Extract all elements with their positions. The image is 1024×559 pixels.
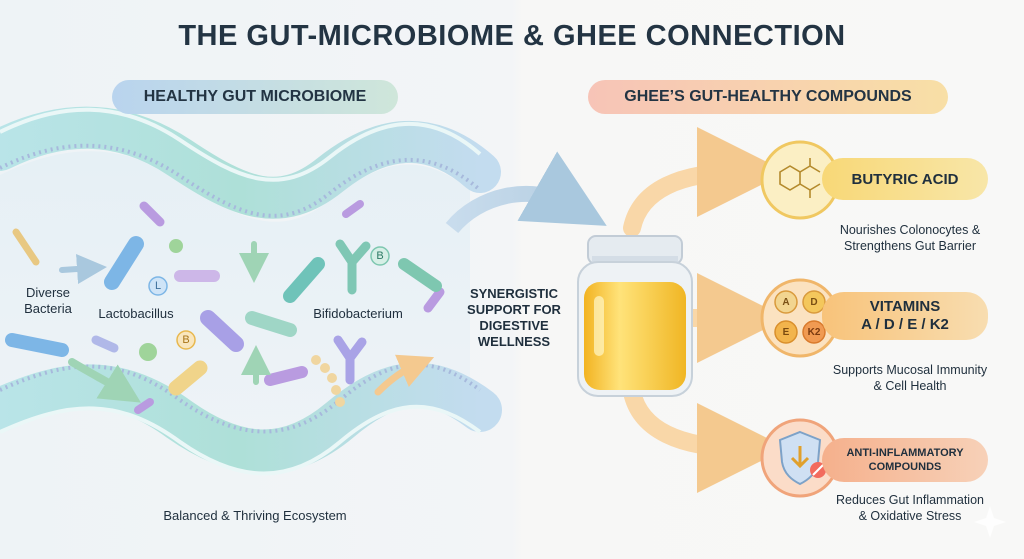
page-title: THE GUT-MICROBIOME & GHEE CONNECTION: [178, 20, 846, 52]
label-balanced-ecosystem: Balanced & Thriving Ecosystem: [163, 508, 347, 523]
bacterium-lavender-1: [200, 310, 244, 352]
butyric-acid-title: BUTYRIC ACID: [851, 170, 959, 188]
label-diverse-bacteria: Diverse Bacteria: [24, 285, 72, 316]
vitamin-a: A: [782, 297, 790, 308]
jar-ghee: [584, 282, 686, 390]
bacteria-badges: [148, 246, 390, 350]
bacterium-blue-flagella: [5, 333, 69, 357]
bacterium-lavender-2: [91, 335, 119, 353]
butyric-acid-desc: Nourishes Colonocytes & Strengthens Gut …: [839, 223, 981, 253]
down-arrow-icon: [790, 446, 810, 469]
bacterium-purple-5: [134, 398, 154, 414]
upper-wall-highlight: [0, 107, 482, 182]
ghee-compounds-header: GHEE’S GUT-HEALTHY COMPOUNDS: [588, 80, 948, 114]
anti-inflammatory-title: ANTI-INFLAMMATORY COMPOUNDS: [846, 447, 964, 473]
bacterium-purple-6: [423, 287, 445, 313]
spiky-cocci: [139, 239, 183, 361]
sparkle-icon: [974, 506, 1006, 538]
bacterium-teal-1: [283, 257, 325, 303]
label-lactobacillus: Lactobacillus: [98, 306, 174, 321]
ghee-to-compound-arrows: [623, 127, 787, 493]
upper-gut-wall: [0, 106, 501, 219]
bacterium-purple-4: [264, 366, 308, 386]
vitamin-k2: K2: [807, 327, 821, 338]
flow-arrow-1: [59, 254, 107, 284]
bifidobacterium-shapes: [333, 239, 371, 385]
ghee-jar: [577, 235, 693, 397]
lower-wall-highlight: [0, 404, 482, 476]
bacterium-green-1: [398, 258, 442, 292]
molecule-icon: [779, 158, 821, 198]
bacteria-group: [5, 200, 445, 414]
gut-flow-arrows: [59, 241, 435, 403]
gut-to-ghee-arrow: [445, 151, 607, 234]
lower-villi: [0, 362, 482, 434]
cocci-chain: [311, 355, 345, 407]
healthy-gut-header: HEALTHY GUT MICROBIOME: [112, 80, 398, 114]
vitamins-subtitle: A / D / E / K2: [861, 316, 949, 333]
jar-highlight: [594, 296, 604, 356]
bifido-y-2: [333, 335, 367, 385]
bifido-y-1: [335, 239, 371, 295]
bacterium-yellow-1: [12, 228, 40, 266]
vitamins-desc: Supports Mucosal Immunity & Cell Health: [832, 363, 988, 393]
vitamins-title: VITAMINS: [869, 298, 941, 315]
badge-b-1: B: [182, 334, 190, 346]
vitamin-e: E: [782, 327, 790, 338]
vitamin-d: D: [810, 297, 818, 308]
arrow-to-butyric: [623, 127, 787, 237]
label-bifidobacterium: Bifidobacterium: [313, 306, 403, 321]
vitamins-pill: VITAMINS A / D / E / K2: [822, 292, 988, 340]
bacterium-lactobacillus-1: [104, 236, 144, 290]
anti-inflammatory-desc: Reduces Gut Inflammation & Oxidative Str…: [836, 493, 984, 523]
flow-arrow-2: [68, 358, 141, 403]
anti-inflammatory-pill: ANTI-INFLAMMATORY COMPOUNDS: [822, 438, 988, 482]
bacterium-yellow-2: [168, 360, 208, 396]
butyric-acid-pill: BUTYRIC ACID: [822, 158, 988, 200]
bacterium-purple-2: [139, 201, 165, 227]
flow-arrow-3: [374, 354, 435, 396]
bacterium-mint-1: [245, 311, 297, 337]
compound-icons: [760, 140, 840, 498]
synergy-label: SYNERGISTIC SUPPORT FOR DIGESTIVE WELLNE…: [467, 286, 561, 349]
bacterium-purple-3: [342, 200, 364, 218]
badge-b-2: B: [376, 250, 384, 262]
badge-l: L: [154, 280, 162, 292]
arrow-to-anti: [623, 383, 787, 493]
